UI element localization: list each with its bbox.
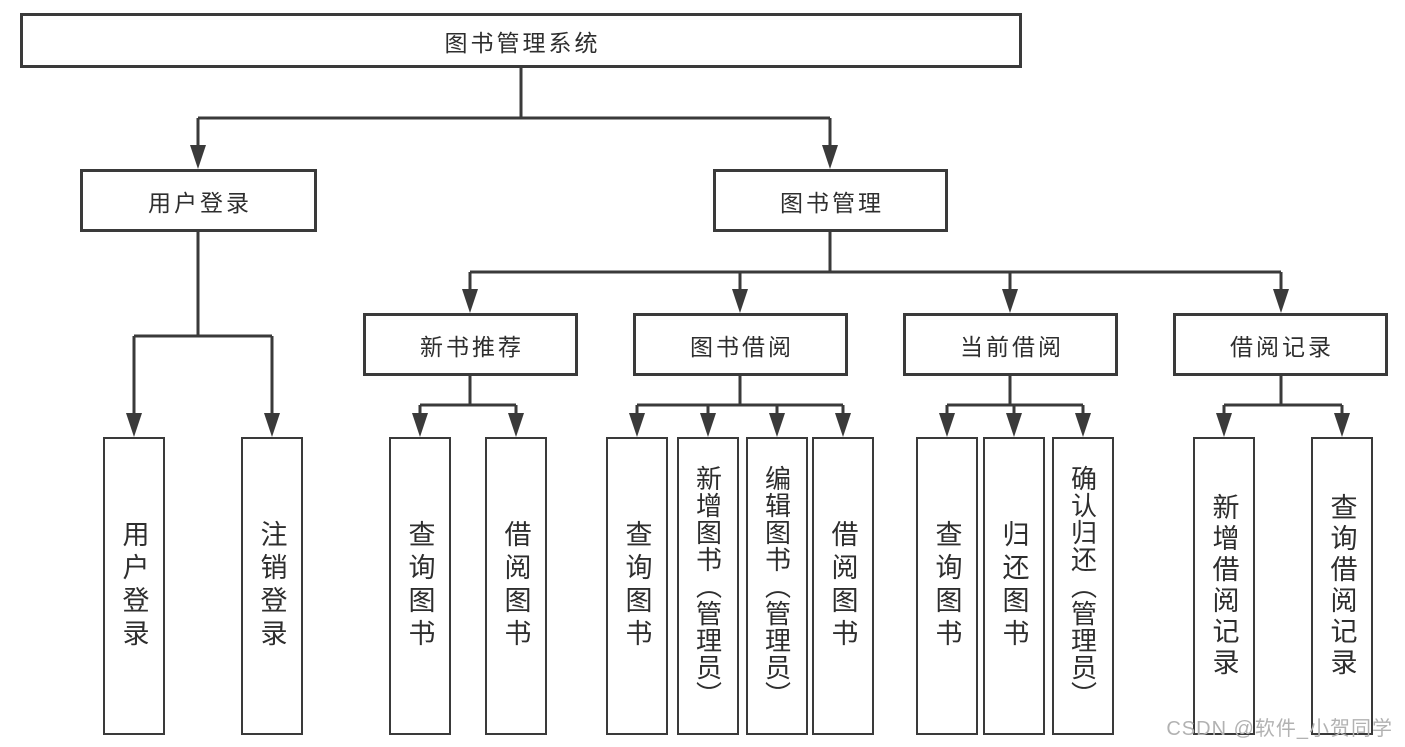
leaf-edit-book-admin-label: 编辑图书（管理员） xyxy=(761,464,792,708)
node-book-management: 图书管理 xyxy=(713,169,948,232)
leaf-user-login: 用户登录 xyxy=(103,437,165,735)
leaf-query-books-3: 查询图书 xyxy=(916,437,978,735)
node-book-borrowing: 图书借阅 xyxy=(633,313,848,376)
leaf-query-books-2-label: 查询图书 xyxy=(621,520,652,652)
leaf-edit-book-admin: 编辑图书（管理员） xyxy=(746,437,808,735)
leaf-borrow-books-1-label: 借阅图书 xyxy=(500,520,531,652)
leaf-logout-label: 注销登录 xyxy=(256,520,287,652)
leaf-return-book-label: 归还图书 xyxy=(998,520,1029,652)
leaf-query-books-2: 查询图书 xyxy=(606,437,668,735)
leaf-add-borrow-record: 新增借阅记录 xyxy=(1193,437,1255,735)
leaf-confirm-return-admin: 确认归还（管理员） xyxy=(1052,437,1114,735)
leaf-query-books-1-label: 查询图书 xyxy=(404,520,435,652)
leaf-query-books-1: 查询图书 xyxy=(389,437,451,735)
node-current-borrowing: 当前借阅 xyxy=(903,313,1118,376)
leaf-confirm-return-admin-label: 确认归还（管理员） xyxy=(1067,464,1098,708)
node-borrowing-records: 借阅记录 xyxy=(1173,313,1388,376)
leaf-add-book-admin-label: 新增图书（管理员） xyxy=(692,464,723,708)
leaf-query-borrow-record-label: 查询借阅记录 xyxy=(1326,493,1357,679)
leaf-logout: 注销登录 xyxy=(241,437,303,735)
node-new-book-recommend: 新书推荐 xyxy=(363,313,578,376)
leaf-user-login-label: 用户登录 xyxy=(118,520,149,652)
node-user-login: 用户登录 xyxy=(80,169,317,232)
leaf-add-book-admin: 新增图书（管理员） xyxy=(677,437,739,735)
leaf-borrow-books-1: 借阅图书 xyxy=(485,437,547,735)
leaf-query-books-3-label: 查询图书 xyxy=(931,520,962,652)
leaf-add-borrow-record-label: 新增借阅记录 xyxy=(1208,493,1239,679)
node-root: 图书管理系统 xyxy=(20,13,1022,68)
leaf-return-book: 归还图书 xyxy=(983,437,1045,735)
leaf-borrow-books-2: 借阅图书 xyxy=(812,437,874,735)
leaf-borrow-books-2-label: 借阅图书 xyxy=(827,520,858,652)
leaf-query-borrow-record: 查询借阅记录 xyxy=(1311,437,1373,735)
watermark: CSDN @软件_小贺同学 xyxy=(1166,718,1393,740)
